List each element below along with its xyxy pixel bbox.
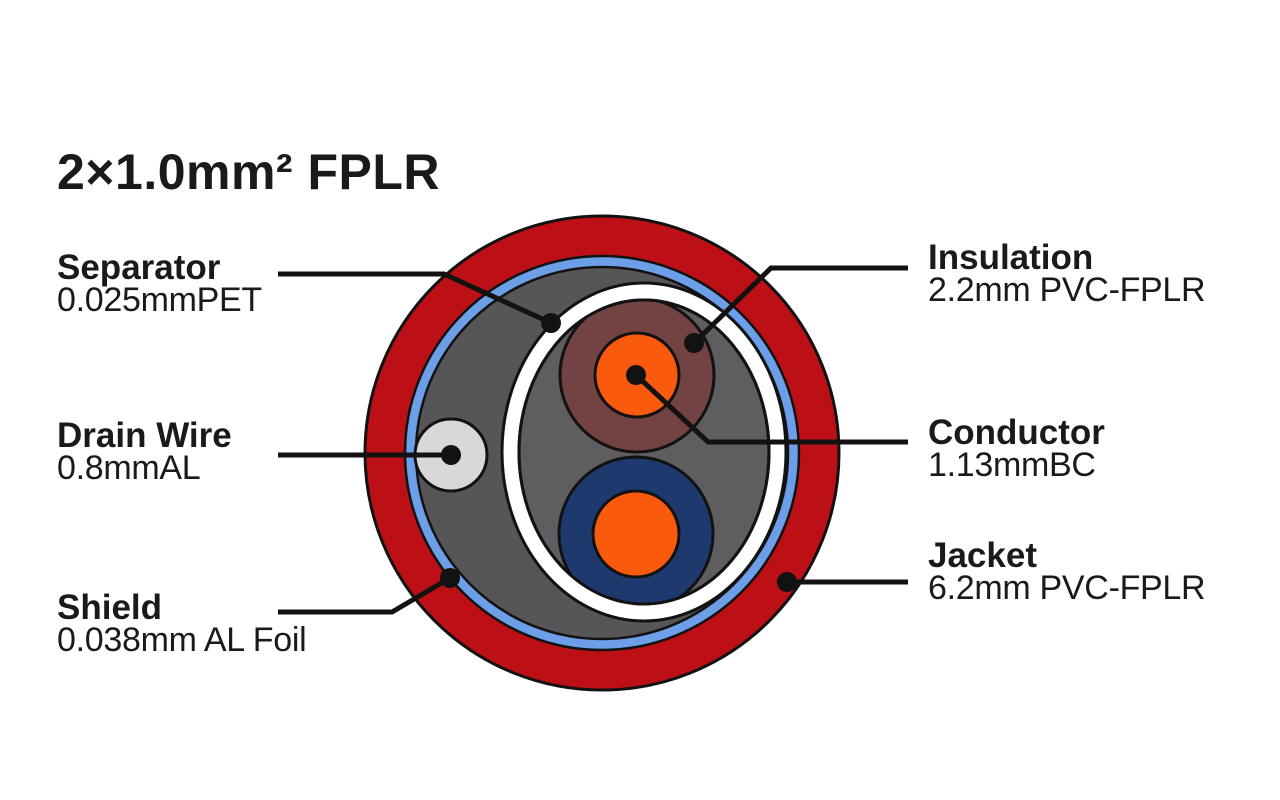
label-insulation: Insulation 2.2mm PVC-FPLR bbox=[928, 238, 1206, 309]
label-separator: Separator 0.025mmPET bbox=[57, 248, 262, 319]
conductor-leader-dot bbox=[626, 365, 646, 385]
label-shield: Shield 0.038mm AL Foil bbox=[57, 588, 307, 659]
core-area-outline bbox=[517, 298, 771, 606]
label-drain-wire-name: Drain Wire bbox=[57, 416, 232, 455]
label-jacket-spec: 6.2mm PVC-FPLR bbox=[928, 569, 1206, 607]
label-conductor: Conductor 1.13mmBC bbox=[928, 413, 1105, 484]
label-shield-name: Shield bbox=[57, 588, 163, 627]
conductor-leader-line bbox=[634, 373, 908, 445]
label-drain-wire-spec: 0.8mmAL bbox=[57, 449, 201, 487]
separator-leader-dot bbox=[541, 313, 561, 333]
label-jacket-name: Jacket bbox=[928, 536, 1037, 575]
jacket-leader-dot bbox=[777, 572, 797, 592]
insulation-leader-line bbox=[692, 265, 908, 345]
label-separator-name: Separator bbox=[57, 248, 221, 287]
label-conductor-spec: 1.13mmBC bbox=[928, 446, 1096, 484]
label-jacket: Jacket 6.2mm PVC-FPLR bbox=[928, 536, 1206, 607]
insulation-leader-dot bbox=[684, 333, 704, 353]
label-conductor-name: Conductor bbox=[928, 413, 1105, 452]
label-insulation-name: Insulation bbox=[928, 238, 1094, 277]
label-shield-spec: 0.038mm AL Foil bbox=[57, 621, 307, 659]
label-drain-wire: Drain Wire 0.8mmAL bbox=[57, 416, 232, 487]
label-separator-spec: 0.025mmPET bbox=[57, 281, 262, 319]
page-title: 2×1.0mm² FPLR bbox=[57, 144, 441, 200]
wire2-conductor bbox=[591, 489, 681, 579]
separator-leader-line bbox=[278, 271, 553, 326]
shield-leader-line bbox=[278, 575, 452, 615]
drain-wire-leader-dot bbox=[441, 445, 461, 465]
shield-leader-dot bbox=[440, 568, 460, 588]
label-insulation-spec: 2.2mm PVC-FPLR bbox=[928, 271, 1206, 309]
